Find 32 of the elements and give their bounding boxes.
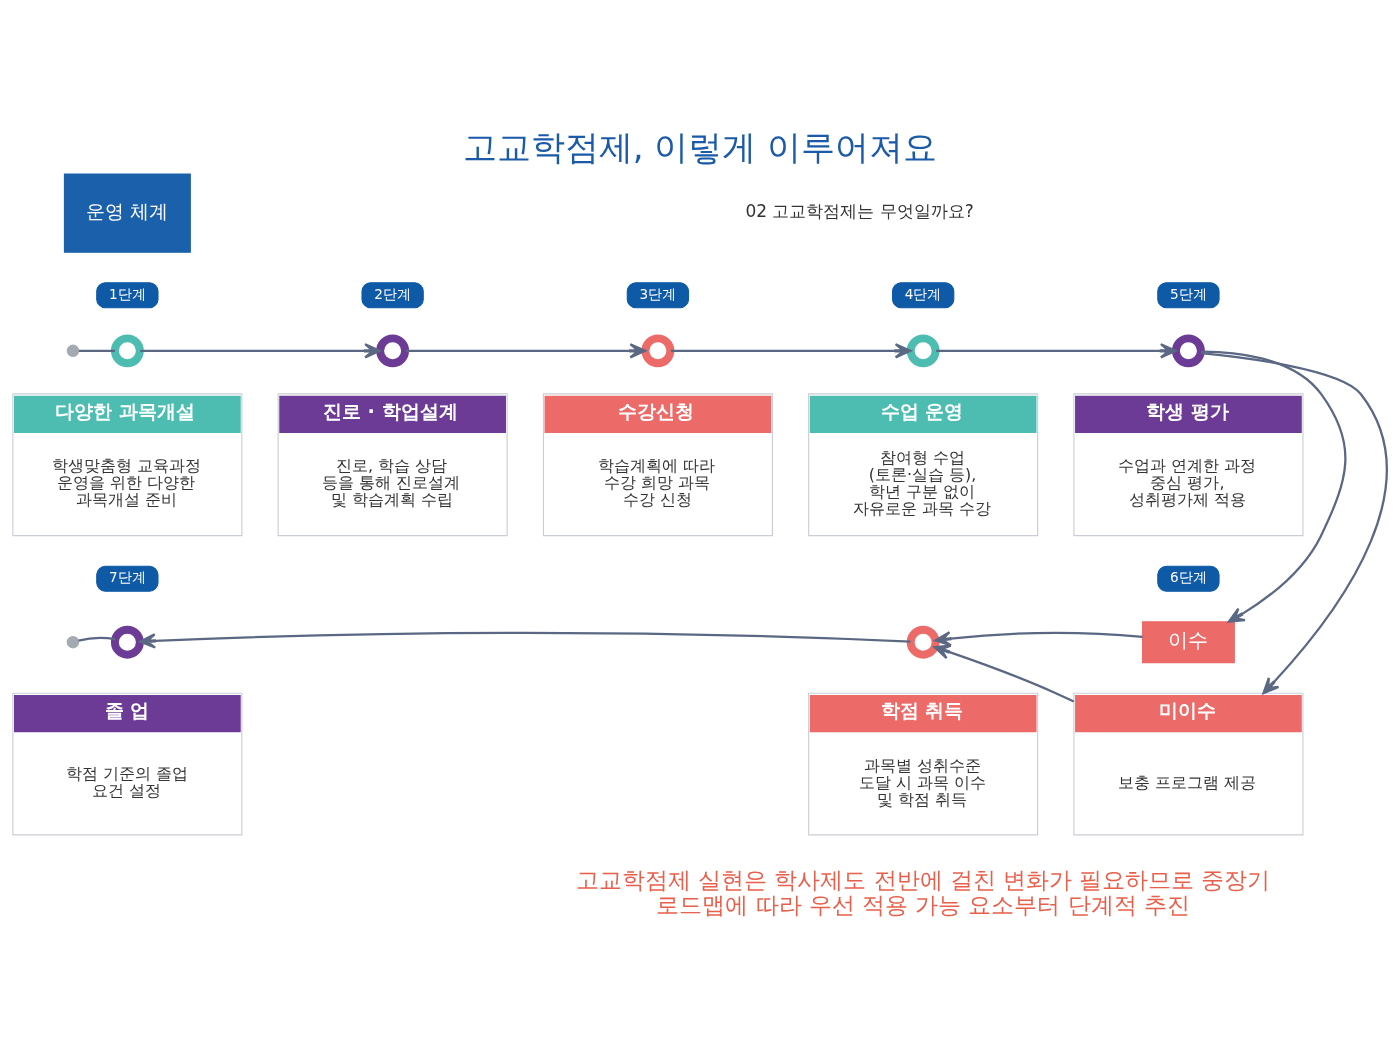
arrow [1201, 349, 1347, 623]
node-circle [66, 635, 80, 648]
node-pin [110, 625, 144, 659]
node-pin [906, 625, 940, 659]
node-box: 이수 [1141, 620, 1235, 663]
node-box: 2단계 [361, 281, 424, 308]
node-box: 운영 체계 [63, 172, 191, 253]
arrow [936, 342, 1177, 359]
arrow [933, 643, 1075, 703]
connector [78, 349, 115, 352]
diagram-title: 고교학점제, 이렇게 이루어져요 [462, 126, 938, 167]
caption: 고교학점제 실현은 학사제도 전반에 걸친 변화가 필요하므로 중장기 로드맵에 따라 우선 적용 가능 요소부터 단계적 추진 [575, 866, 1271, 918]
label: 02 고교학점제는 무엇일까요? [745, 200, 974, 221]
node-circle [66, 344, 80, 357]
arrow [670, 342, 912, 359]
arrow [934, 630, 1143, 646]
node-box: 3단계 [626, 281, 690, 308]
node-box: 7단계 [96, 565, 159, 592]
node-pin [906, 333, 940, 367]
node-box: 6단계 [1157, 565, 1220, 592]
node-pin [110, 333, 144, 367]
arrow [405, 342, 647, 359]
node-box: 4단계 [892, 281, 955, 308]
arrow [1201, 351, 1388, 694]
arrow [140, 342, 381, 359]
node-pin [641, 333, 675, 367]
connector [78, 636, 116, 642]
node-box: 1단계 [96, 281, 159, 308]
node-pin [1172, 333, 1205, 367]
arrow [139, 631, 911, 649]
node-pin [376, 333, 410, 367]
node-box: 5단계 [1157, 281, 1220, 308]
